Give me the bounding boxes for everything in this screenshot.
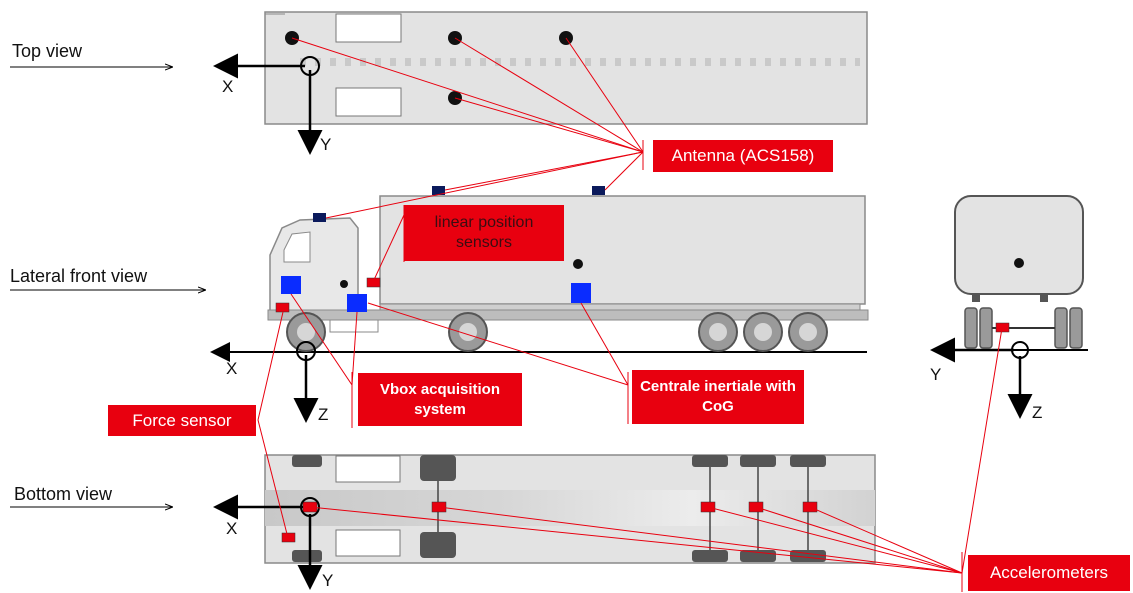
- force-sensor-callout: Force sensor: [108, 405, 256, 436]
- rear-view-truck: [935, 195, 1088, 351]
- vbox-sensor: [281, 276, 301, 294]
- bottom-view-truck: [264, 454, 876, 564]
- inertial-callout: Centrale inertiale with CoG: [632, 370, 804, 424]
- linear-position-sensor: [366, 277, 381, 288]
- bottom-view-label: Bottom view: [14, 484, 113, 504]
- lateral-view-label: Lateral front view: [10, 266, 148, 286]
- lateral-view-axes: [293, 341, 319, 423]
- antenna-marker: [592, 186, 605, 195]
- linear-position-callout: linear position sensors: [404, 205, 564, 261]
- axis-label-z: Z: [1032, 403, 1042, 422]
- inertial-sensor: [571, 283, 591, 303]
- axis-label-x: X: [226, 519, 237, 538]
- vbox-sensor: [347, 294, 367, 312]
- vbox-callout: Vbox acquisition system: [358, 373, 522, 426]
- accelerometer-marker: [995, 322, 1010, 333]
- bottom-view-axes: [213, 494, 323, 590]
- force-sensor-marker: [281, 532, 296, 543]
- axis-label-y: Y: [930, 365, 941, 384]
- axis-label-y: Y: [320, 135, 331, 154]
- top-view-label: Top view: [12, 41, 83, 61]
- accelerometers-callout: Accelerometers: [968, 555, 1130, 591]
- axis-label-y: Y: [322, 571, 333, 590]
- cog-marker: [573, 259, 583, 269]
- top-view-truck: [264, 11, 868, 125]
- axis-label-x: X: [222, 77, 233, 96]
- top-view-axes: [213, 53, 323, 155]
- rear-view-axes: [930, 337, 1033, 419]
- antenna-marker: [313, 213, 326, 222]
- force-sensor-marker: [275, 302, 290, 313]
- leader-lines: [257, 37, 1003, 592]
- axis-label-z: Z: [318, 405, 328, 424]
- antenna-callout: Antenna (ACS158): [653, 140, 833, 172]
- antenna-marker: [432, 186, 445, 195]
- axis-label-x: X: [226, 359, 237, 378]
